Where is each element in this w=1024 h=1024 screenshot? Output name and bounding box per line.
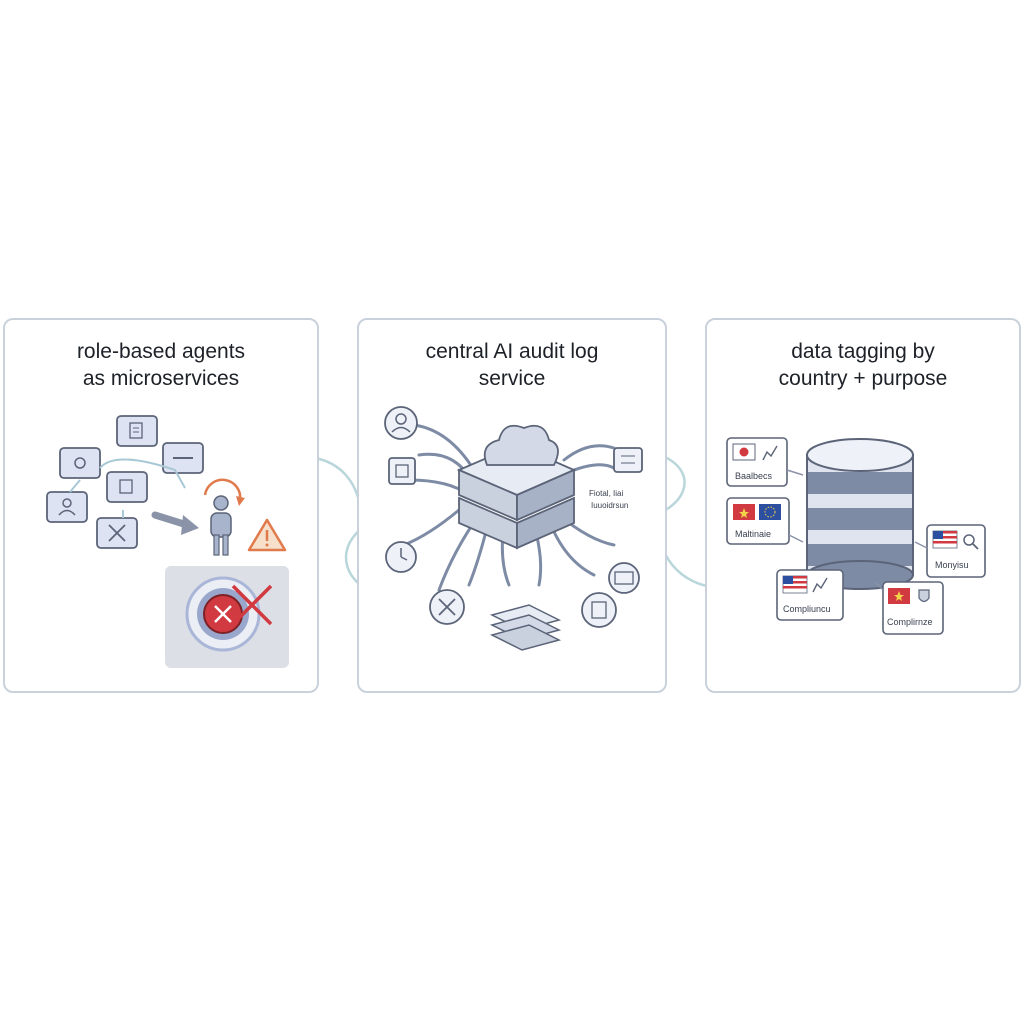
audit-log-illustration: Fiotal, Iiai Iuuoidrsun (384, 406, 643, 651)
tag-card-shield-compliance: Complirnze (882, 581, 944, 635)
warning-icon (247, 518, 287, 552)
data-tagging-illustration: Baalbecs Maltinaie Compliuncu (726, 437, 986, 635)
clock-icon (385, 541, 417, 573)
access-denied-icon (165, 566, 289, 668)
chip-right-icon (613, 447, 643, 473)
panel-title: central AI audit log service (425, 340, 599, 390)
database-icon (806, 438, 914, 590)
audit-note-line2: Iuuoidrsun (591, 501, 628, 510)
svg-text:Compliuncu: Compliuncu (783, 604, 831, 614)
svg-text:Maltinaie: Maltinaie (735, 529, 771, 539)
panel-data-tagging: data tagging by country + purpose Baalbe… (705, 318, 1021, 693)
robot-tile-icon (106, 471, 148, 503)
minus-tile-icon (162, 442, 204, 474)
svg-text:Monyisu: Monyisu (935, 560, 969, 570)
document-tile-icon (116, 415, 158, 447)
document-lock-icon (581, 592, 617, 628)
gear-tile-icon (59, 447, 101, 479)
svg-text:Complirnze: Complirnze (887, 617, 933, 627)
cloud-icon (483, 424, 559, 466)
chip-icon (388, 457, 416, 485)
flow-arrows (69, 458, 199, 535)
panel-title: data tagging by country + purpose (778, 340, 948, 390)
panel-central-audit-log: central AI audit log service (357, 318, 667, 693)
tag-card-japan: Baalbecs (726, 437, 788, 487)
tag-card-us-compliance: Compliuncu (776, 569, 844, 621)
card-icon (608, 562, 640, 594)
tag-card-vietnam-eu: Maltinaie (726, 497, 790, 545)
panel-role-based-agents: role-based agents as microservices (3, 318, 319, 693)
panel-title: role-based agents as microservices (76, 340, 246, 390)
tools-icon (429, 589, 465, 625)
tag-card-us-search: Monyisu (926, 524, 986, 578)
agent-person-icon (203, 478, 245, 556)
svg-text:Baalbecs: Baalbecs (735, 471, 773, 481)
user-circle-icon (384, 406, 418, 440)
user-tile-icon (46, 491, 88, 523)
agents-illustration (46, 415, 289, 668)
tools-tile-icon (96, 517, 138, 549)
log-records-icon (489, 604, 562, 651)
audit-note-line1: Fiotal, Iiai (589, 489, 623, 498)
